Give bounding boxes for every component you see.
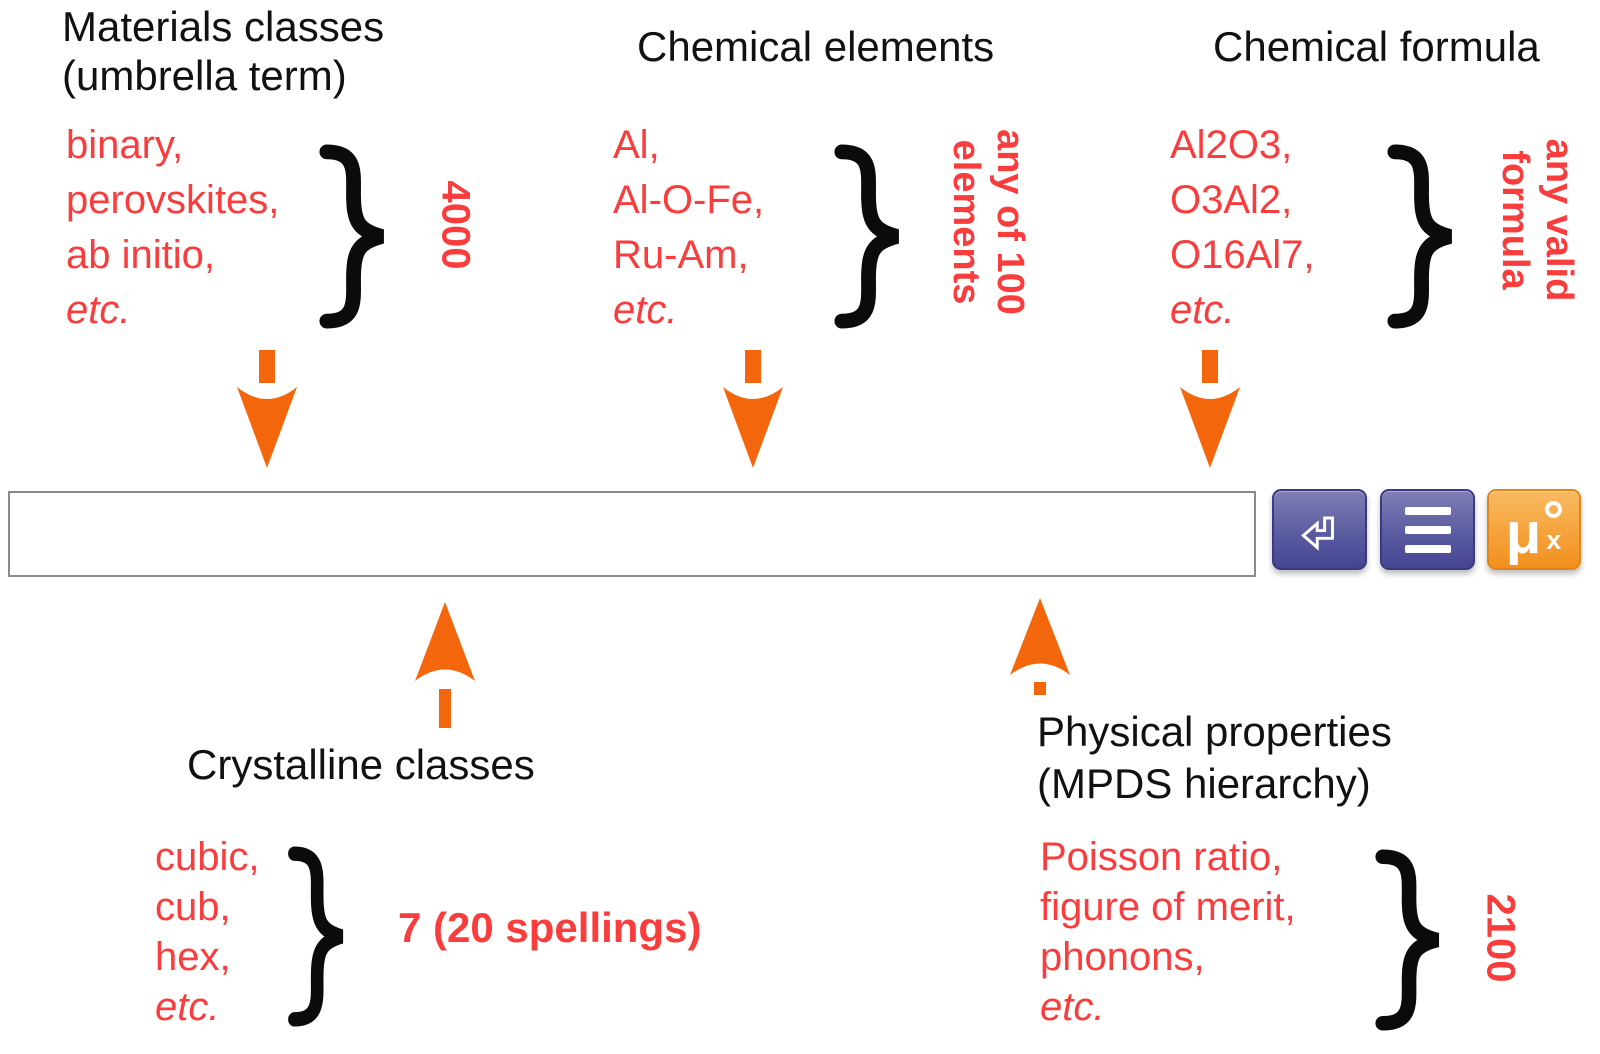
heading-line: Materials classes <box>62 3 385 50</box>
annotation-line: any of 100 <box>989 129 1031 315</box>
example-item: Al, <box>613 123 660 167</box>
heading-line: (MPDS hierarchy) <box>1037 760 1371 807</box>
chemical-formula-heading: Chemical formula <box>1213 22 1540 71</box>
example-item: binary, <box>66 123 184 167</box>
example-item: Al-O-Fe, <box>613 178 765 222</box>
chemical-elements-examples: Al, Al-O-Fe, Ru-Am, etc. <box>613 118 764 338</box>
curly-brace-icon <box>319 144 385 329</box>
example-item: O16Al7, <box>1170 233 1315 277</box>
materials-count-annotation: 4000 <box>433 180 478 270</box>
crystalline-classes-heading: Crystalline classes <box>187 740 535 789</box>
annotation-line: any valid <box>1538 138 1580 302</box>
heading-line: Chemical elements <box>637 23 995 70</box>
physical-properties-heading: Physical properties (MPDS hierarchy) <box>1037 706 1392 810</box>
example-item: O3Al2, <box>1170 178 1293 222</box>
example-item: etc. <box>613 288 678 332</box>
hamburger-bar <box>1404 544 1451 553</box>
down-arrow-icon <box>1180 350 1240 468</box>
enter-button[interactable] <box>1272 489 1367 570</box>
chemical-elements-heading: Chemical elements <box>637 22 994 71</box>
example-item: ab initio, <box>66 233 215 277</box>
curly-brace-icon <box>1387 144 1453 329</box>
down-arrow-icon <box>237 350 297 468</box>
mu-x-degree-icon: μ x <box>1506 497 1563 563</box>
properties-count-annotation: 2100 <box>1478 893 1523 983</box>
annotation-line: formula <box>1494 150 1536 290</box>
example-item: Al2O3, <box>1170 123 1293 167</box>
hamburger-icon <box>1404 506 1451 553</box>
curly-brace-icon <box>1375 849 1440 1031</box>
example-item: hex, <box>155 935 231 979</box>
physical-properties-examples: Poisson ratio, figure of merit, phonons,… <box>1040 832 1296 1032</box>
heading-line: (umbrella term) <box>62 52 347 99</box>
crystalline-count-annotation: 7 (20 spellings) <box>398 904 702 951</box>
degree-icon <box>1545 500 1563 518</box>
elements-count-annotation: any of 100 elements <box>944 129 1032 315</box>
up-arrow-icon <box>415 602 475 728</box>
curly-brace-icon <box>288 846 344 1027</box>
up-arrow-icon <box>1010 598 1070 695</box>
example-item: Poisson ratio, <box>1040 835 1283 879</box>
example-item: Ru-Am, <box>613 233 749 277</box>
formula-annotation: any valid formula <box>1493 139 1581 302</box>
hamburger-bar <box>1404 506 1451 515</box>
example-item: etc. <box>66 288 131 332</box>
chemical-formula-examples: Al2O3, O3Al2, O16Al7, etc. <box>1170 118 1315 338</box>
return-arrow-icon <box>1300 516 1334 551</box>
mu-glyph: μ <box>1505 500 1542 566</box>
example-item: cubic, <box>155 835 260 879</box>
mpds-logo-button[interactable]: μ x <box>1487 489 1581 570</box>
down-arrow-icon <box>723 350 783 468</box>
example-item: perovskites, <box>66 178 280 222</box>
heading-line: Chemical formula <box>1213 23 1540 70</box>
example-item: etc. <box>1170 288 1235 332</box>
subscript-x-glyph: x <box>1546 524 1562 555</box>
heading-line: Crystalline classes <box>187 741 535 788</box>
materials-classes-heading: Materials classes (umbrella term) <box>62 2 384 100</box>
hamburger-bar <box>1404 525 1451 534</box>
search-input[interactable] <box>8 491 1256 577</box>
example-item: cub, <box>155 885 231 929</box>
crystalline-classes-examples: cubic, cub, hex, etc. <box>155 832 260 1032</box>
curly-brace-icon <box>834 144 900 329</box>
materials-classes-examples: binary, perovskites, ab initio, etc. <box>66 118 279 338</box>
annotation-line: elements <box>945 139 987 305</box>
heading-line: Physical properties <box>1037 708 1392 755</box>
example-item: figure of merit, <box>1040 885 1296 929</box>
menu-button[interactable] <box>1380 489 1475 570</box>
example-item: phonons, <box>1040 935 1205 979</box>
example-item: etc. <box>1040 985 1105 1029</box>
example-item: etc. <box>155 985 220 1029</box>
